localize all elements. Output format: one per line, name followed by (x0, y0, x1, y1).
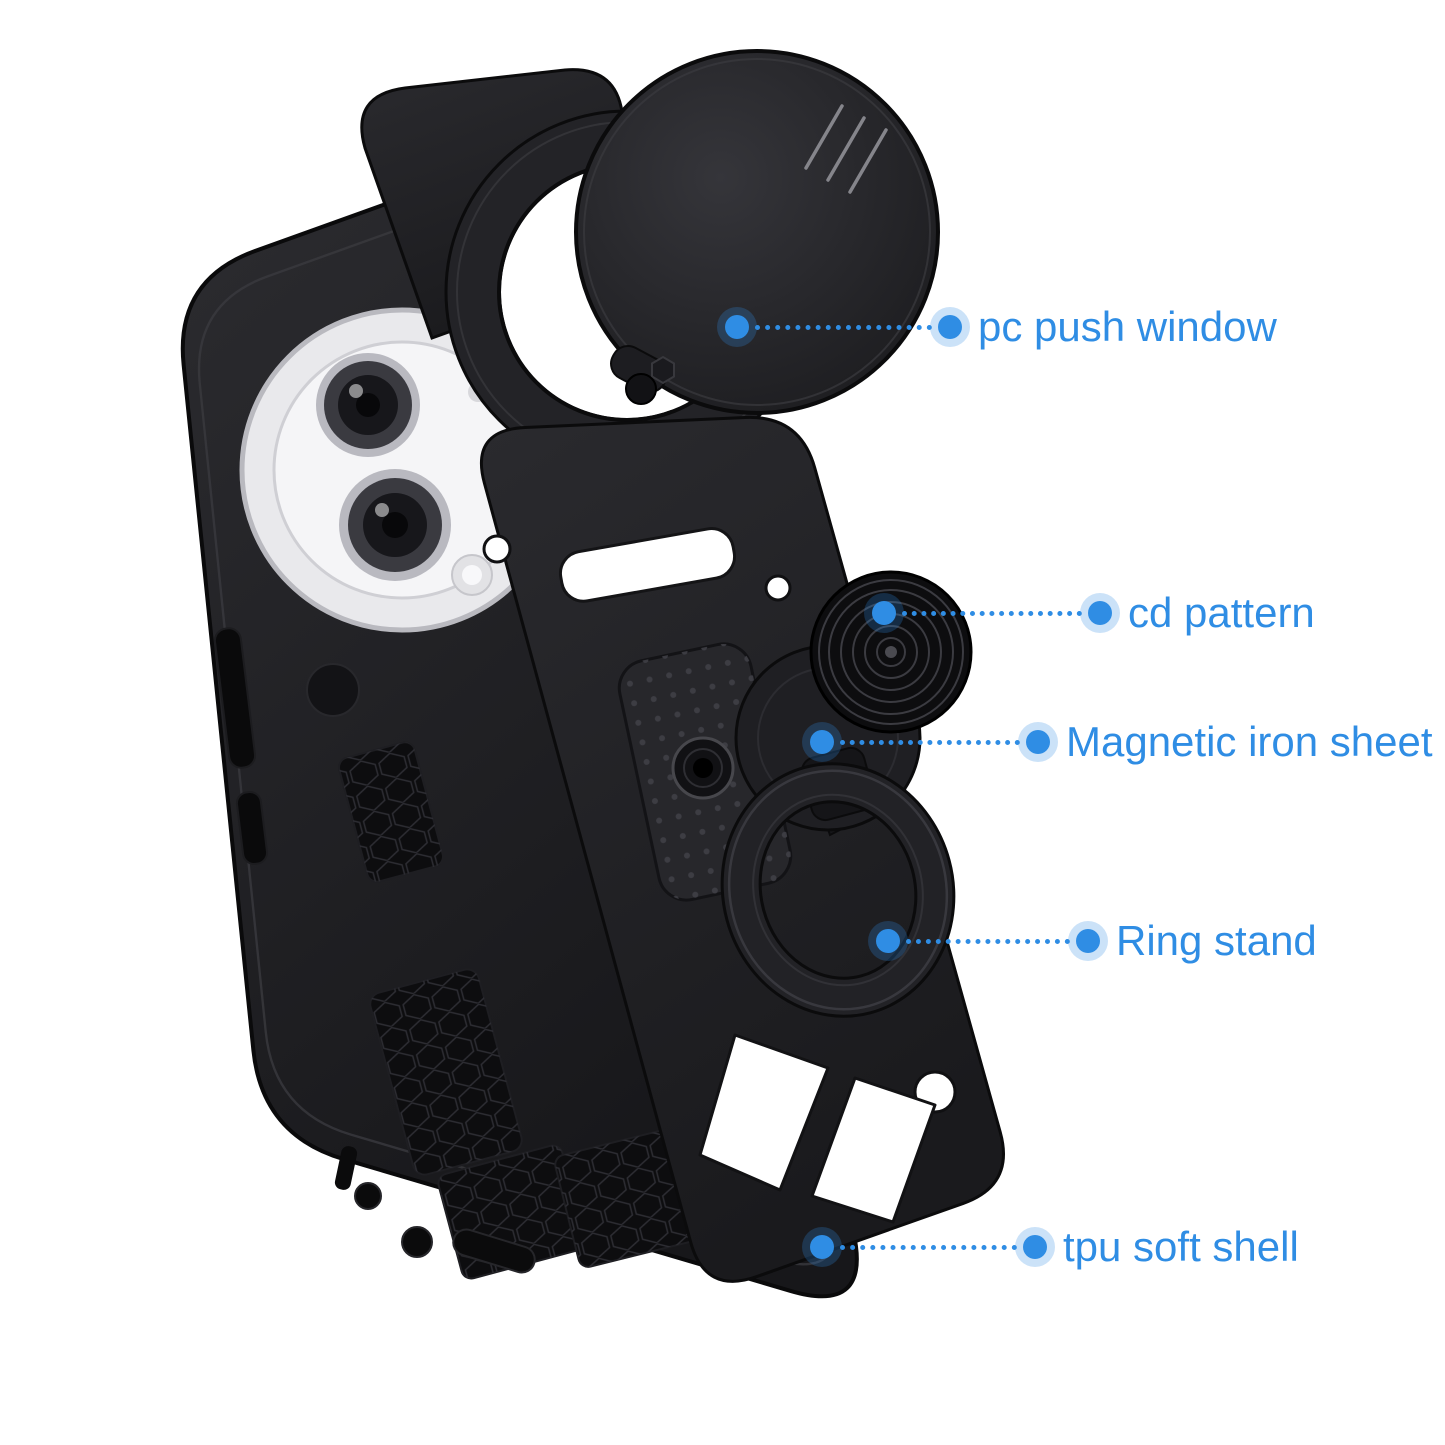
product-anchor-dot (872, 601, 896, 625)
leader-line (840, 1244, 1017, 1250)
label-anchor-dot (938, 315, 962, 339)
label-anchor-dot (1023, 1235, 1047, 1259)
product-anchor-dot (810, 730, 834, 754)
bottom-ports (334, 1146, 536, 1274)
label-anchor-dot (1076, 929, 1100, 953)
cover-hinge (610, 345, 675, 405)
callout-label: pc push window (978, 303, 1277, 350)
callout-tpu-soft-shell: tpu soft shell (810, 1226, 1299, 1268)
leader-line (840, 739, 1020, 745)
skeleton-cutouts (482, 527, 957, 1224)
leader-line (755, 324, 932, 330)
grip-hatch-lines (804, 104, 888, 194)
camera-lens (339, 469, 451, 581)
callout-label: tpu soft shell (1063, 1223, 1299, 1270)
screw-hole (671, 736, 735, 800)
label-anchor-dot (1088, 601, 1112, 625)
grip-texture-patches (338, 741, 706, 1280)
cd-pattern-disc (809, 570, 973, 734)
camera-lens (316, 353, 420, 457)
leader-line (902, 610, 1082, 616)
side-buttons (213, 627, 269, 865)
product-anchor-dot (810, 1235, 834, 1259)
ring-stand (720, 762, 956, 1018)
product-anchor-dot (725, 315, 749, 339)
rear-sensor-hole (306, 663, 360, 717)
leader-line (906, 938, 1070, 944)
callout-ring-stand: Ring stand (876, 920, 1317, 962)
product-anchor-dot (876, 929, 900, 953)
push-window-cover (574, 49, 940, 415)
label-anchor-dot (1026, 730, 1050, 754)
callout-magnetic-iron-sheet: Magnetic iron sheet (810, 721, 1433, 763)
callout-label: cd pattern (1128, 589, 1315, 636)
callout-cd-pattern: cd pattern (872, 592, 1315, 634)
callout-label: Magnetic iron sheet (1066, 718, 1433, 765)
callout-label: Ring stand (1116, 917, 1317, 964)
callout-pc-push-window: pc push window (725, 306, 1277, 348)
